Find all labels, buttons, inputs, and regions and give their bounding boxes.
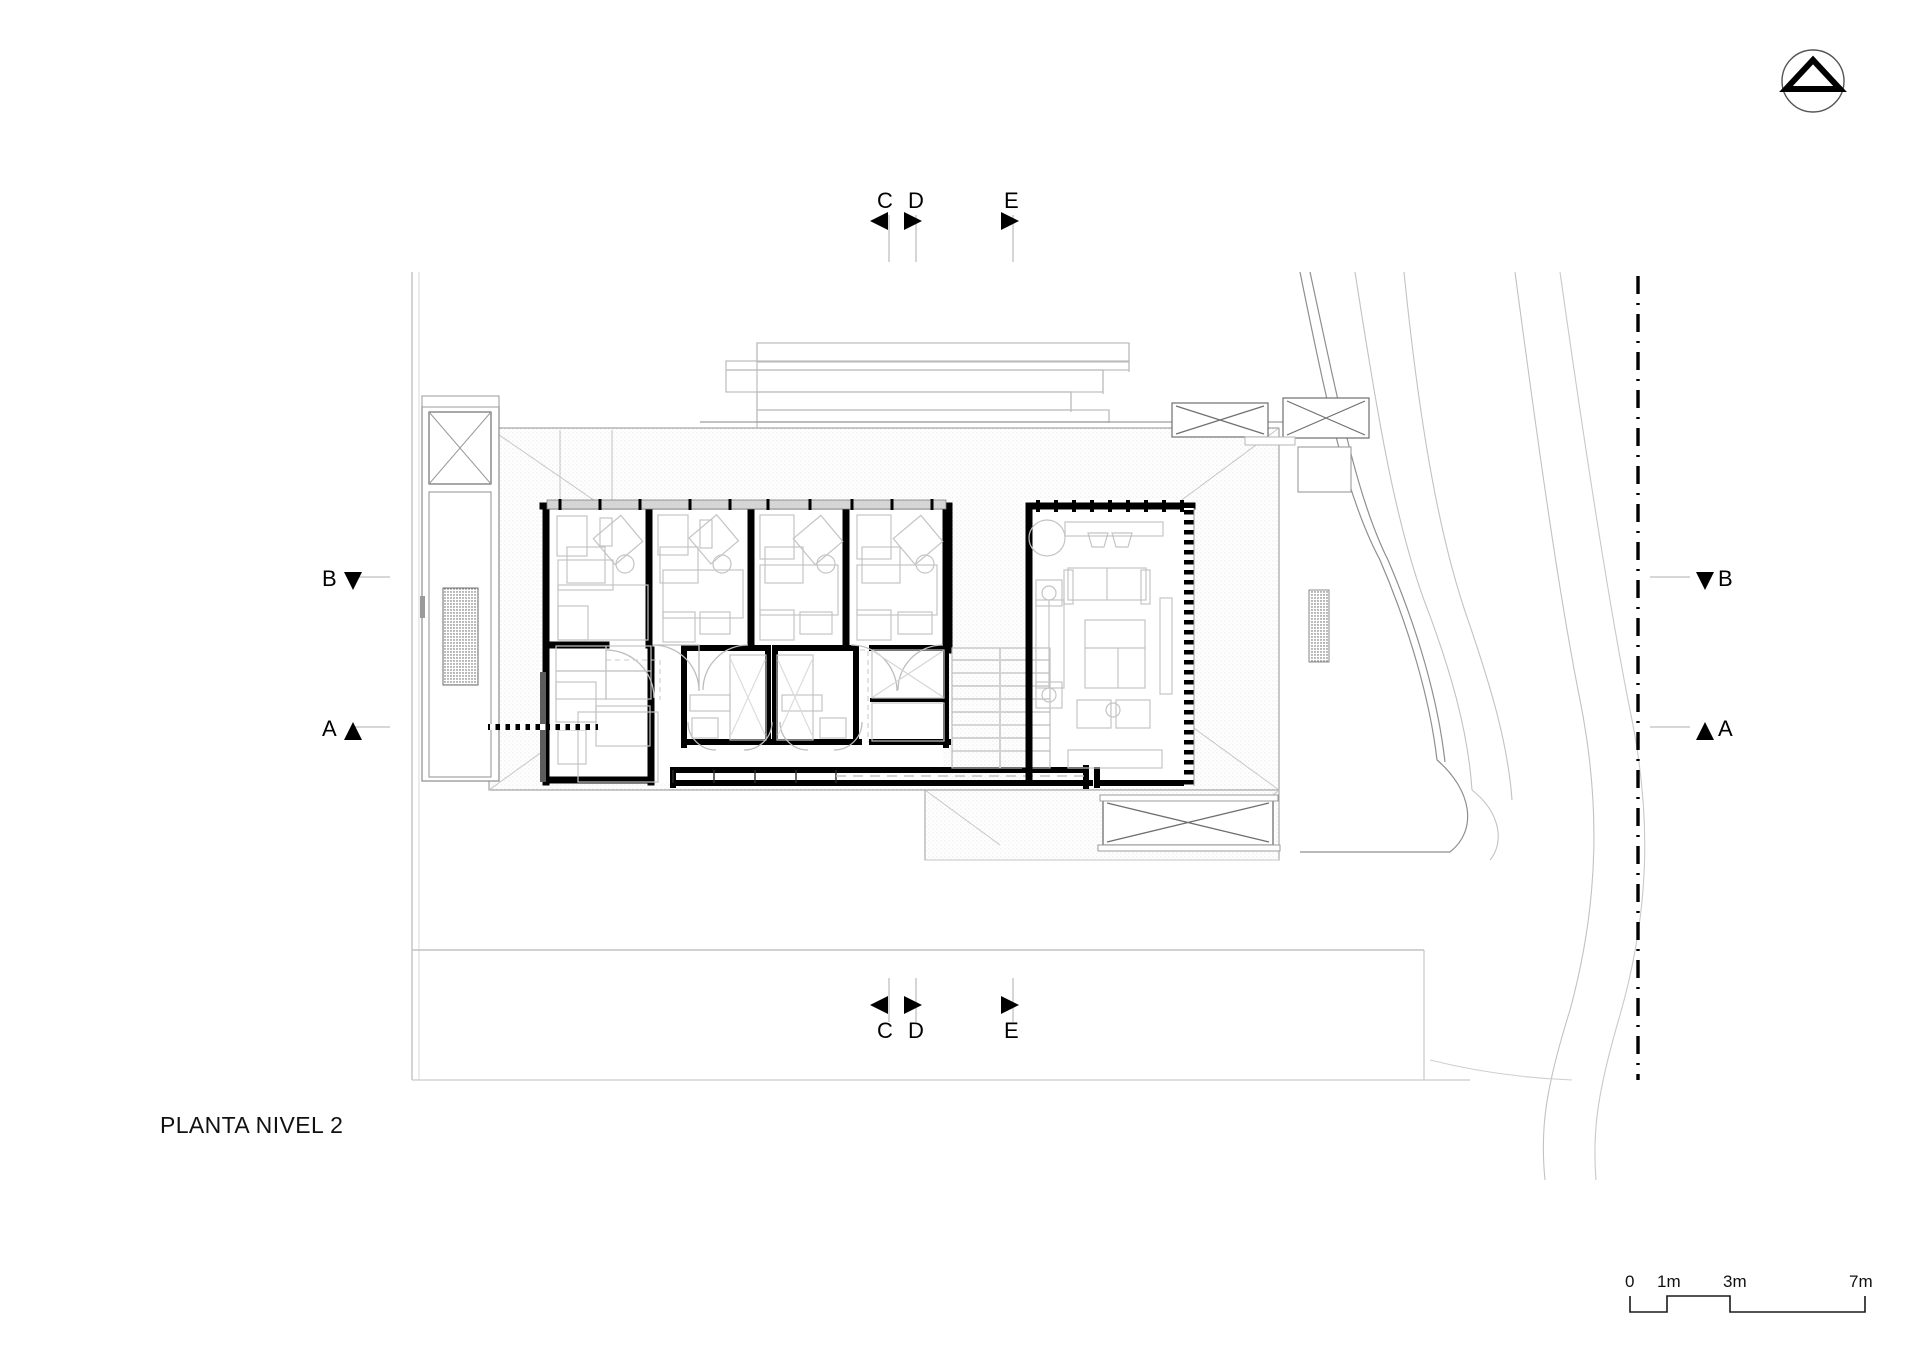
- north-arrow-icon: [1779, 47, 1847, 115]
- section-label-d-bottom: D: [908, 1018, 924, 1043]
- bedroom-furniture: [555, 513, 945, 783]
- section-label-c-top: C: [877, 188, 893, 213]
- section-arrow-e-top: [999, 210, 1021, 232]
- living-room: [1025, 500, 1196, 786]
- scale-tick-3m: 3m: [1723, 1272, 1747, 1291]
- terrace-railing: [672, 770, 1086, 783]
- section-arrow-a-right: [1694, 720, 1716, 742]
- page-title: PLANTA NIVEL 2: [160, 1112, 344, 1138]
- section-label-a-right: A: [1718, 716, 1733, 741]
- scale-tick-1m: 1m: [1657, 1272, 1681, 1291]
- roof-eave-bands: [700, 342, 1330, 428]
- scale-tick-7m: 7m: [1849, 1272, 1873, 1291]
- section-label-e-top: E: [1004, 188, 1019, 213]
- section-label-a-left: A: [322, 716, 337, 741]
- section-label-e-bottom: E: [1004, 1018, 1019, 1043]
- section-arrow-b-right: [1694, 570, 1716, 592]
- scale-tick-0: 0: [1625, 1272, 1635, 1291]
- section-label-d-top: D: [908, 188, 924, 213]
- bathroom-fixtures: [689, 654, 847, 741]
- stairs: [951, 647, 1051, 769]
- graphic-scale-bar: 0 1m 3m 7m: [1625, 1272, 1885, 1322]
- skylight-boxes: [1097, 397, 1370, 852]
- section-arrow-d-bottom: [902, 994, 924, 1016]
- dwelling-interior: [488, 499, 1330, 789]
- section-arrow-d-top: [902, 210, 924, 232]
- section-arrow-a-left: [342, 720, 364, 742]
- left-service-strip: [420, 395, 500, 782]
- section-arrow-e-bottom: [999, 994, 1021, 1016]
- section-label-b-left: B: [322, 566, 337, 591]
- window-mullions: [546, 499, 947, 510]
- section-label-c-bottom: C: [877, 1018, 893, 1043]
- site-plan: [411, 271, 1646, 1181]
- section-arrow-c-top: [868, 210, 890, 232]
- section-arrow-c-bottom: [868, 994, 890, 1016]
- section-label-b-right: B: [1718, 566, 1733, 591]
- door-swings: [605, 644, 944, 751]
- section-arrow-b-left: [342, 570, 364, 592]
